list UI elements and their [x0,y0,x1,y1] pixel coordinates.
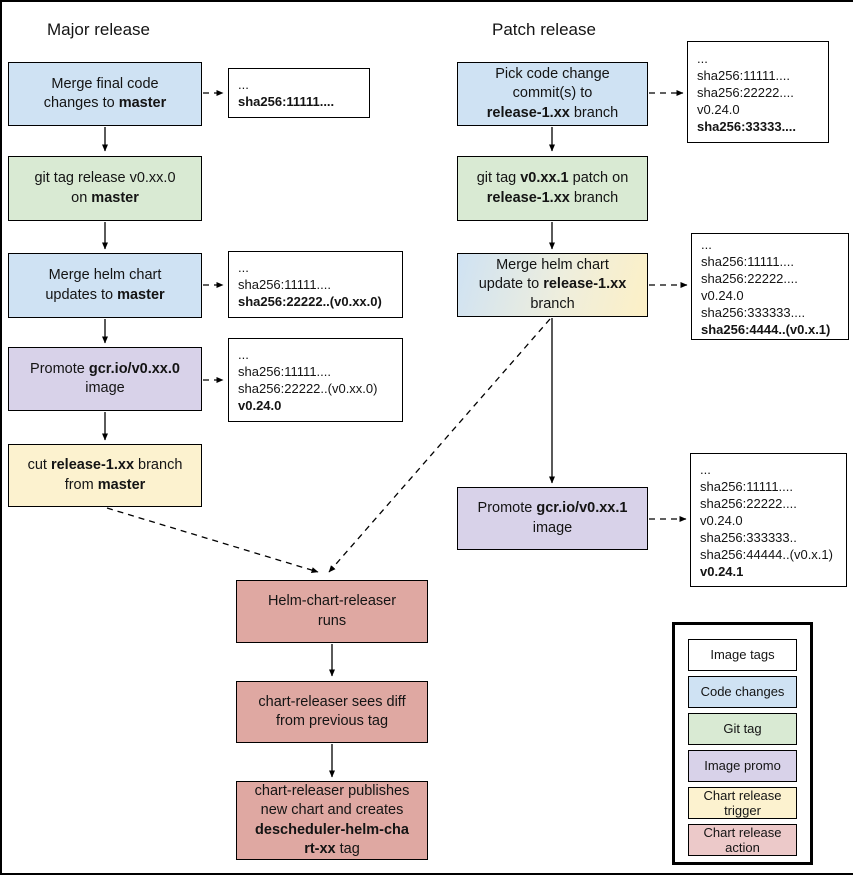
image-tags-after-patch-promote-tag-line: ... [700,461,711,477]
image-tags-after-patch-helm-update-tag-line: sha256:4444..(v0.x.1) [701,321,831,337]
helm-chart-releaser-runs-text-line: runs [317,612,347,629]
merge-helm-chart-update-to-release-1xx: Merge helm chart update to release-1.xx br… [457,253,648,317]
image-tags-after-pick-commits-tag-line: ... [697,50,708,66]
git-tag-v0xx1-patch-text-line: release-1.xx branch [486,189,619,206]
legend-code-changes: Code changes [688,676,797,708]
helm-chart-releaser-runs: Helm-chart-releaser runs [236,580,428,643]
git-tag-release-v0xx0-text-line: on master [71,189,139,206]
git-tag-release-v0xx0-text-line: git tag release v0.xx.0 [34,170,176,186]
image-tags-after-patch-helm-update-tag-line: v0.24.0 [701,287,744,303]
merge-helm-chart-update-to-release-1xx-text-line: branch [530,295,575,312]
merge-helm-chart-update-to-release-1xx-text-line: update to release-1.xx [478,276,627,293]
chart-releaser-publishes: chart-releaser publishes new chart and cr… [236,781,428,860]
image-tags-after-patch-helm-update-tag-line: sha256:22222.... [701,270,798,286]
promote-gcrio-v0xx1-image-text-line: image [532,519,573,536]
image-tags-after-patch-promote-tag-line: sha256:11111.... [700,478,793,494]
image-tags-after-final-merge-tag-line: sha256:11111.... [238,94,335,109]
legend-image-promo: Image promo [688,750,797,782]
chart-releaser-sees-diff: chart-releaser sees diff from previous ta… [236,681,428,743]
legend-image-promo-label: Image promo [704,758,781,774]
merge-final-code-to-master: Merge final code changes to master [8,62,202,126]
merge-helm-chart-update-to-release-1xx-text-line: Merge helm chart [496,256,609,273]
image-tags-after-helm-merge-tag-line: sha256:11111.... [238,277,331,292]
promote-gcrio-v0xx0-image-text-line: Promote gcr.io/v0.xx.0 [30,360,180,377]
cut-release-1xx-branch: cut release-1.xx branch from master [8,444,202,507]
image-tags-after-final-merge: ... sha256:11111.... [228,68,370,118]
image-tags-after-major-promote: ... sha256:11111.... sha256:22222..(v0.xx.… [228,338,403,422]
image-tags-after-patch-helm-update-tag-line: sha256:11111.... [701,253,794,269]
promote-gcrio-v0xx0-image-text-line: image [85,380,125,396]
promote-gcrio-v0xx1-image-text-line: Promote gcr.io/v0.xx.1 [477,500,628,516]
image-tags-after-pick-commits-tag-line: sha256:33333.... [697,118,797,134]
legend-chart-release-trigger-label: Chart release [703,787,782,803]
merge-helm-chart-updates-to-master: Merge helm chart updates to master [8,253,202,318]
legend-chart-release-trigger-label: trigger [724,803,761,818]
chart-releaser-sees-diff-text-line: chart-releaser sees diff [258,693,406,710]
image-tags-after-major-promote-tag-line: v0.24.0 [238,398,282,413]
pick-code-change-commits-text-line: commit(s) to [512,85,593,102]
promote-gcrio-v0xx0-image: Promote gcr.io/v0.xx.0 image [8,347,202,411]
dashed-arrow [328,318,551,573]
chart-releaser-publishes-text-line: rt-xx tag [304,841,360,857]
image-tags-after-patch-promote-tag-line: v0.24.0 [700,512,743,528]
merge-final-code-to-master-text-line: changes to master [43,95,167,111]
image-tags-after-helm-merge-tag-line: ... [238,260,249,275]
image-tags-after-pick-commits-tag-line: v0.24.0 [697,101,740,117]
cut-release-1xx-branch-text-line: from master [64,476,146,493]
legend-git-tag: Git tag [688,713,797,745]
cut-release-1xx-branch-text-line: cut release-1.xx branch [27,457,183,473]
git-tag-v0xx1-patch-text-line: git tag v0.xx.1 patch on [476,170,629,186]
image-tags-after-helm-merge: ... sha256:11111.... sha256:22222..(v0.xx.… [228,251,403,318]
legend-image-tags: Image tags [688,639,797,671]
pick-code-change-commits: Pick code change commit(s) to release-1.xx… [457,62,648,126]
image-tags-after-patch-helm-update: ...sha256:11111....sha256:22222....v0.24… [691,233,849,340]
image-tags-after-pick-commits-tag-line: sha256:22222.... [697,84,794,100]
image-tags-after-major-promote-tag-line: ... [238,347,249,362]
image-tags-after-patch-helm-update-tag-line: sha256:333333.... [701,304,806,320]
legend-code-changes-label: Code changes [700,684,785,700]
pick-code-change-commits-text-line: Pick code change [495,65,610,82]
merge-helm-chart-updates-to-master-text-line: updates to master [45,286,165,303]
chart-releaser-publishes-text-line: descheduler-helm-cha [255,821,409,838]
merge-final-code-to-master-text-line: Merge final code [51,75,159,92]
chart-releaser-publishes-text-line: new chart and creates [260,802,404,818]
legend-git-tag-label: Git tag [723,721,762,737]
chart-releaser-publishes-text-line: chart-releaser publishes [254,782,410,799]
image-tags-after-major-promote-tag-line: sha256:22222..(v0.xx.0) [238,381,378,396]
pick-code-change-commits-text-line: release-1.xx branch [486,104,619,121]
helm-chart-releaser-runs-text-line: Helm-chart-releaser [267,593,397,609]
image-tags-after-pick-commits-tag-line: sha256:11111.... [697,67,790,83]
image-tags-after-final-merge-tag-line: ... [238,77,249,92]
promote-gcrio-v0xx1-image: Promote gcr.io/v0.xx.1 image [457,487,648,550]
image-tags-after-major-promote-tag-line: sha256:11111.... [238,364,331,379]
image-tags-after-pick-commits: ...sha256:11111....sha256:22222....v0.24… [687,41,829,143]
image-tags-after-patch-helm-update-tag-line: ... [701,236,712,252]
image-tags-after-patch-promote-tag-line: v0.24.1 [700,563,744,579]
image-tags-after-helm-merge-tag-line: sha256:22222..(v0.xx.0) [238,294,382,309]
image-tags-after-patch-promote: ...sha256:11111....sha256:22222....v0.24… [690,453,847,587]
image-tags-after-patch-promote-tag-line: sha256:22222.... [700,495,797,511]
legend-chart-release-action-label: action [725,840,760,855]
image-tags-after-patch-promote-tag-line: sha256:333333.. [700,529,797,545]
image-tags-after-patch-promote-tag-line: sha256:44444..(v0.x.1) [700,546,833,562]
git-tag-release-v0xx0: git tag release v0.xx.0 on master [8,156,202,221]
patch-release-title: Patch release [492,20,596,39]
legend-image-tags-label: Image tags [710,647,775,663]
legend-chart-release-action-label: Chart release [703,824,782,840]
git-tag-v0xx1-patch: git tag v0.xx.1 patch on release-1.xx bra… [457,156,648,221]
dashed-arrow [106,507,319,573]
merge-helm-chart-updates-to-master-text-line: Merge helm chart [48,267,162,283]
major-release-title: Major release [47,20,150,39]
chart-releaser-sees-diff-text-line: from previous tag [275,713,389,729]
